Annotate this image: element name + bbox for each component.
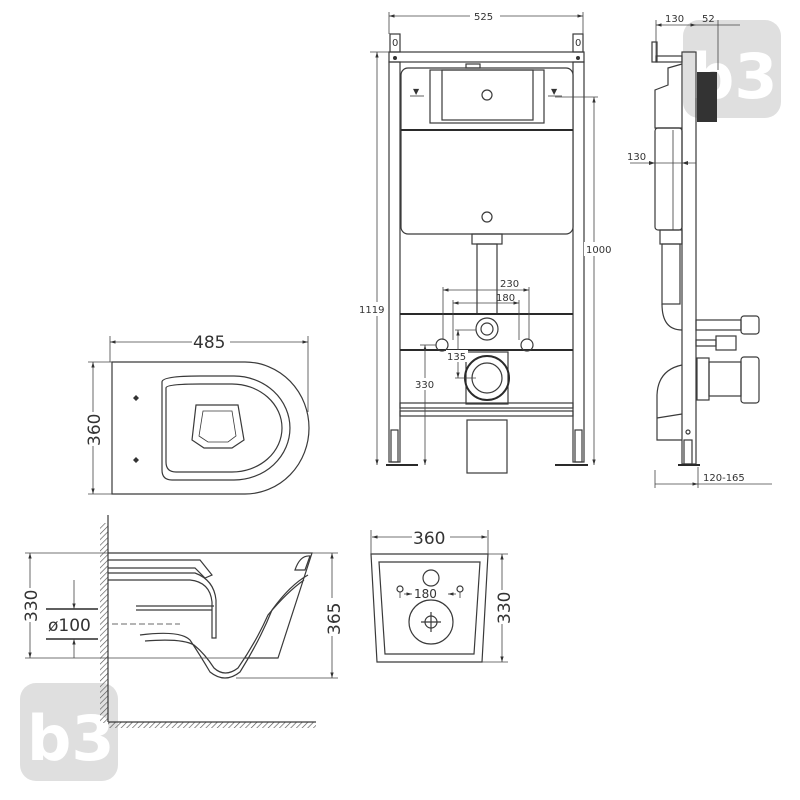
bowl-back-view: 180 360 330 (370, 528, 515, 663)
dim-bowl-length: 485 (193, 333, 225, 353)
dim-back-width: 360 (413, 529, 445, 549)
dim-frame-width: 525 (474, 12, 493, 23)
dim-frame-height: 1000 (586, 245, 611, 256)
dim-inlet-spacing-outer: 230 (500, 279, 519, 290)
dim-cistern-depth: 130 (627, 152, 646, 163)
svg-text:▼: ▼ (413, 87, 420, 96)
dim-panel-depth: 52 (702, 14, 715, 25)
dim-bowl-side-height: 330 (22, 590, 42, 622)
bracket-mark: 0 (392, 38, 398, 49)
dim-outlet-height: 330 (415, 380, 434, 391)
bowl-top-view: 485 360 (84, 332, 310, 495)
svg-text:b3: b3 (27, 702, 115, 775)
svg-text:▼: ▼ (551, 87, 558, 96)
dim-wall-gap: 120-165 (703, 473, 745, 484)
dim-total-height: 1119 (359, 305, 384, 316)
bracket-mark: 0 (575, 38, 581, 49)
dim-inlet-offset: 135 (447, 352, 466, 363)
dim-inlet-spacing-inner: 180 (496, 293, 515, 304)
dim-bowl-overall-height: 365 (325, 603, 345, 635)
frame-side-view: 130 52 130 120-165 (627, 14, 772, 488)
frame-front-view: 0 0 ▼ ▼ (358, 8, 612, 474)
dim-back-height: 330 (495, 592, 515, 624)
dim-bolt-spacing: 180 (414, 587, 437, 601)
dim-outlet-diameter: ø100 (48, 616, 91, 636)
dim-side-depth: 130 (665, 14, 684, 25)
dim-bowl-width: 360 (85, 414, 105, 446)
bowl-side-view: 330 ø100 365 (20, 515, 345, 728)
watermark-bottom-left: b3 (20, 683, 118, 781)
